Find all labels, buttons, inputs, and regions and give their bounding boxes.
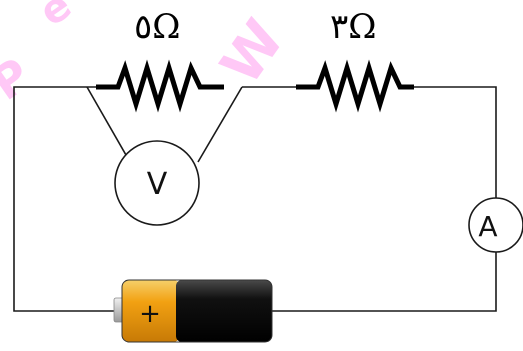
wire-bottom-right [272,252,497,312]
battery-negative-section [176,280,272,342]
resistor-left-label: ٥Ω [134,7,180,47]
wire-left [13,86,118,312]
voltmeter [114,140,200,226]
voltmeter-lead-left [86,86,131,163]
resistor-left [96,59,224,113]
ammeter [468,197,523,253]
resistor-right-label: ٣Ω [330,7,376,47]
resistor-right [296,59,414,113]
battery: + [113,279,273,343]
battery-positive-section [122,280,180,342]
voltmeter-label: V [147,167,168,202]
battery-plus-sign: + [139,299,161,329]
ammeter-label: A [478,210,497,243]
voltmeter-lead-right [197,86,243,163]
wire-right [414,86,497,198]
